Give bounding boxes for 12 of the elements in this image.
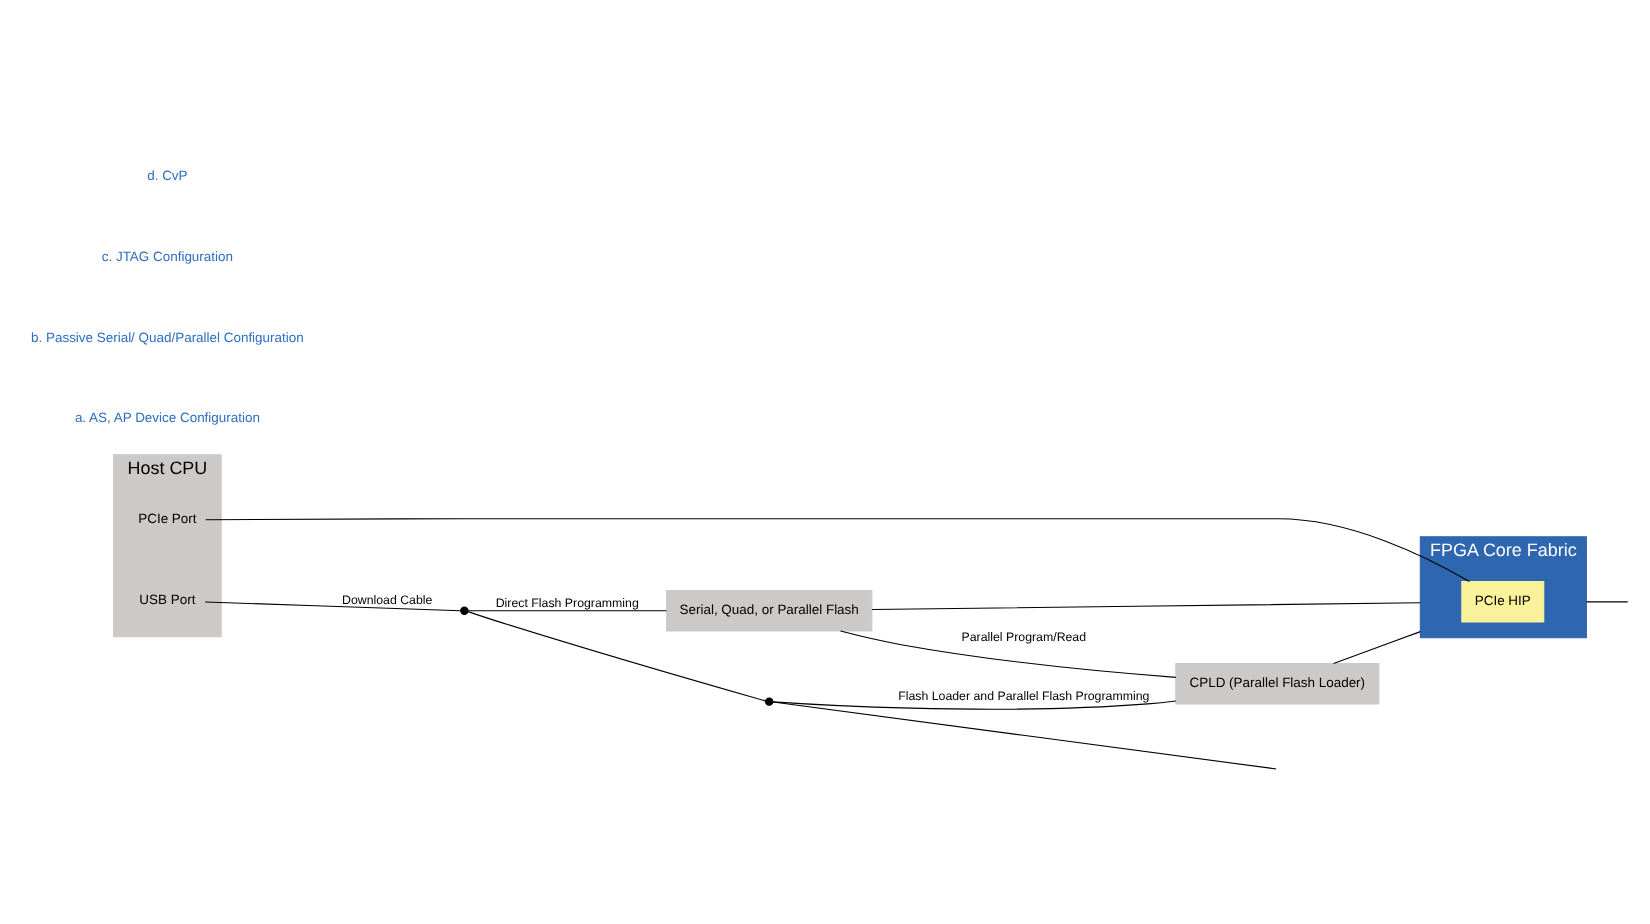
- node-circle: [765, 696, 774, 705]
- connector: [772, 700, 1277, 769]
- connector: [205, 517, 1470, 582]
- connector: [1333, 630, 1421, 663]
- connector: [871, 601, 1421, 610]
- connector: [467, 610, 766, 701]
- connector: [772, 699, 1177, 709]
- node-circle: [460, 605, 469, 614]
- connector: [467, 609, 668, 611]
- connector: [1585, 600, 1629, 602]
- connector: [839, 629, 1177, 677]
- connector: [204, 600, 462, 611]
